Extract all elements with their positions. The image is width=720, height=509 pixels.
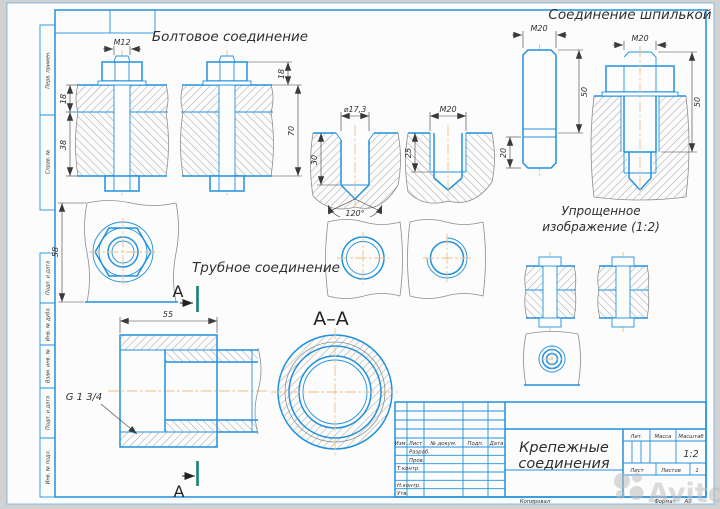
dim-drill-dia: ⌀17,3 xyxy=(344,105,367,114)
bolted-joint-view-1 xyxy=(75,50,169,197)
dim-stud-thread-m20: М20 xyxy=(530,24,547,33)
tb-scale-value: 1:2 xyxy=(683,449,698,460)
avito-logo-circle-4 xyxy=(629,486,644,500)
stud-joint-title: Соединение шпилькой xyxy=(548,7,711,23)
dim-asm-thread-m20: М20 xyxy=(631,34,648,43)
margin-label-inv-podl: Инв. № подл. xyxy=(46,450,52,485)
tb-row-nkontr: Н.контр. xyxy=(397,483,421,489)
cut-marker-letter-top: А xyxy=(173,282,184,301)
section-cut-marker-bottom: А xyxy=(174,461,199,501)
tb-lit-label: Лит. xyxy=(629,434,642,440)
tb-massa-label: Масса xyxy=(655,434,672,440)
below-frame-labels: Копировал Формат А3 xyxy=(520,499,692,505)
cut-marker-letter-bottom: А xyxy=(174,482,185,501)
dim-drill-angle-120: 120° xyxy=(345,209,364,218)
tb-col-doc: № докум. xyxy=(429,441,456,447)
simplified-joint-1 xyxy=(524,252,577,332)
dim-across-58: 58 xyxy=(51,247,60,257)
dim-plate1-18: 18 xyxy=(59,94,68,104)
margin-label-podp-data-1: Подп. и дата xyxy=(46,261,52,295)
tb-row-razrab: Разраб. xyxy=(409,450,430,456)
section-cut-marker-top: А xyxy=(173,282,199,312)
dim-nut-18: 18 xyxy=(277,69,286,79)
margin-label-perv-primen: Перв. примен. xyxy=(46,51,52,89)
dim-m12: М12 xyxy=(113,38,130,47)
bolted-joint-view-1-dims: М12 18 38 xyxy=(59,38,141,177)
margin-label-sprav-no: Справ. № xyxy=(46,150,52,174)
dim-tap-thread-m20: М20 xyxy=(439,105,456,114)
stud-assembled-view: М20 50 xyxy=(590,34,702,201)
tb-col-izm: Изм. xyxy=(395,441,407,447)
avito-logo-circle-3 xyxy=(616,490,625,499)
dim-asm-l-50: 50 xyxy=(693,97,702,107)
stud-alone-view: М20 50 20 xyxy=(499,24,589,176)
dim-drill-depth-30: 30 xyxy=(310,155,319,165)
tb-col-podp: Подп. xyxy=(467,441,483,447)
bolted-joint-view-2-dims: 18 70 xyxy=(247,61,302,177)
avito-logo-circle-2 xyxy=(632,472,642,483)
dim-tap-depth-25: 25 xyxy=(404,148,413,158)
margin-label-inv-dubl: Инв. № дубл. xyxy=(46,307,52,341)
top-left-stamp xyxy=(54,9,156,34)
avito-logo-circle-1 xyxy=(614,473,630,489)
dim-pipe-len-55: 55 xyxy=(163,310,173,319)
pipe-coupling-view: 55 G 1 3/4 xyxy=(66,310,270,448)
dim-stud-l1-50: 50 xyxy=(580,87,589,97)
simplified-title-line2: изображение (1:2) xyxy=(542,220,660,234)
avito-watermark: Avito xyxy=(614,472,720,509)
tb-col-list: Лист xyxy=(408,441,423,447)
tb-listov-label: Листов xyxy=(660,468,681,474)
pipe-section-view: А–А xyxy=(271,308,399,456)
drilled-hole-plan-view xyxy=(325,219,403,299)
dim-total-70: 70 xyxy=(287,126,296,136)
dim-plate2-38: 38 xyxy=(59,140,68,150)
title-block: Изм. Лист № докум. Подп. Дата Разраб. Пр… xyxy=(394,401,707,498)
tapped-hole-view: М20 25 xyxy=(404,105,495,204)
margin-label-podp-data-2: Подп. и дата xyxy=(46,396,52,430)
tb-listov-value: 1 xyxy=(695,468,698,474)
tb-doc-title-line1: Крепежные xyxy=(519,440,609,456)
left-margin-column: Перв. примен. Справ. № Подп. и дата Инв.… xyxy=(39,24,56,498)
format-label: Формат xyxy=(654,499,676,505)
avito-watermark-text: Avito xyxy=(648,478,720,509)
tb-row-prov: Пров. xyxy=(409,458,424,464)
tapped-hole-plan-view xyxy=(407,219,486,299)
simplified-plan-view xyxy=(523,331,581,386)
pipe-joint-title: Трубное соединение xyxy=(192,260,340,276)
bolted-joint-plan-view: 58 xyxy=(51,200,179,303)
simplified-title-line1: Упрощенное xyxy=(561,204,640,218)
tb-list-label: Лист xyxy=(629,468,644,474)
bolted-joint-title: Болтовое соединение xyxy=(152,29,308,45)
section-aa-label: А–А xyxy=(313,308,349,330)
tb-doc-title-line2: соединения xyxy=(518,456,610,472)
kopiroval-label: Копировал xyxy=(520,499,551,505)
tb-col-data: Дата xyxy=(489,441,504,447)
tb-masshtab-label: Масштаб xyxy=(678,434,704,440)
margin-label-vzam-inv: Взам. инв. № xyxy=(46,349,52,383)
tb-row-tkontr: Т.контр. xyxy=(397,466,420,472)
drilled-hole-view: ⌀17,3 30 120° xyxy=(310,105,401,218)
tb-row-utv: Утв. xyxy=(397,491,408,497)
format-value: А3 xyxy=(684,499,693,505)
bolted-joint-view-2 xyxy=(180,50,274,197)
simplified-joint-2 xyxy=(597,252,650,332)
dim-pipe-thread-g: G 1 3/4 xyxy=(66,392,103,403)
dim-stud-l2-20: 20 xyxy=(499,148,508,158)
